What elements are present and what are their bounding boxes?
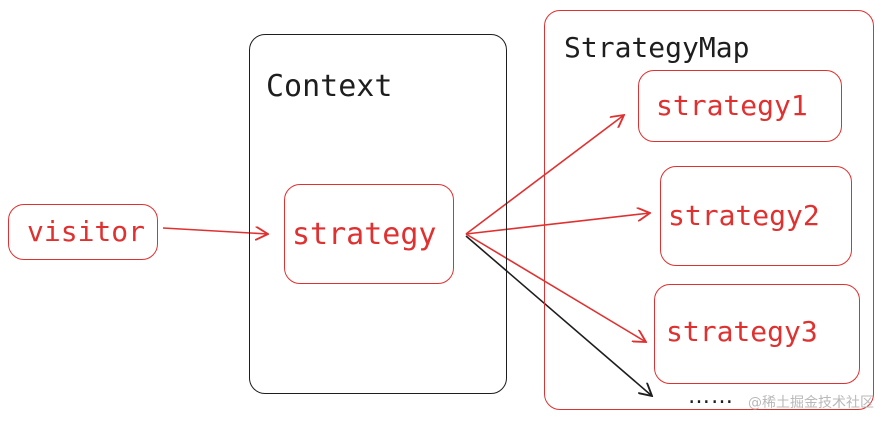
strategy2-label: strategy2 <box>668 199 820 232</box>
strategy1-label: strategy1 <box>656 89 808 122</box>
strategy3-label: strategy3 <box>666 315 818 348</box>
arrow-strategy-to-more <box>465 235 652 396</box>
watermark: @稀土掘金技术社区 <box>748 395 874 411</box>
strategy-map-box <box>544 10 874 410</box>
strategy2-box <box>660 166 852 266</box>
strategy-box <box>284 184 454 284</box>
arrow-strategy-to-strategy1 <box>465 115 624 235</box>
strategy1-box <box>638 70 842 142</box>
visitor-label: visitor <box>27 215 146 248</box>
context-title: Context <box>266 69 393 104</box>
context-box <box>249 34 507 394</box>
arrow-strategy-to-strategy2 <box>465 213 650 235</box>
strategy3-box <box>654 284 860 384</box>
arrow-visitor-to-strategy <box>162 228 268 234</box>
visitor-box <box>8 204 158 260</box>
more-ellipsis: …… <box>688 384 734 409</box>
arrow-strategy-to-strategy3 <box>465 233 646 342</box>
strategy-label: strategy <box>292 217 437 252</box>
strategy-map-title: StrategyMap <box>564 31 750 64</box>
